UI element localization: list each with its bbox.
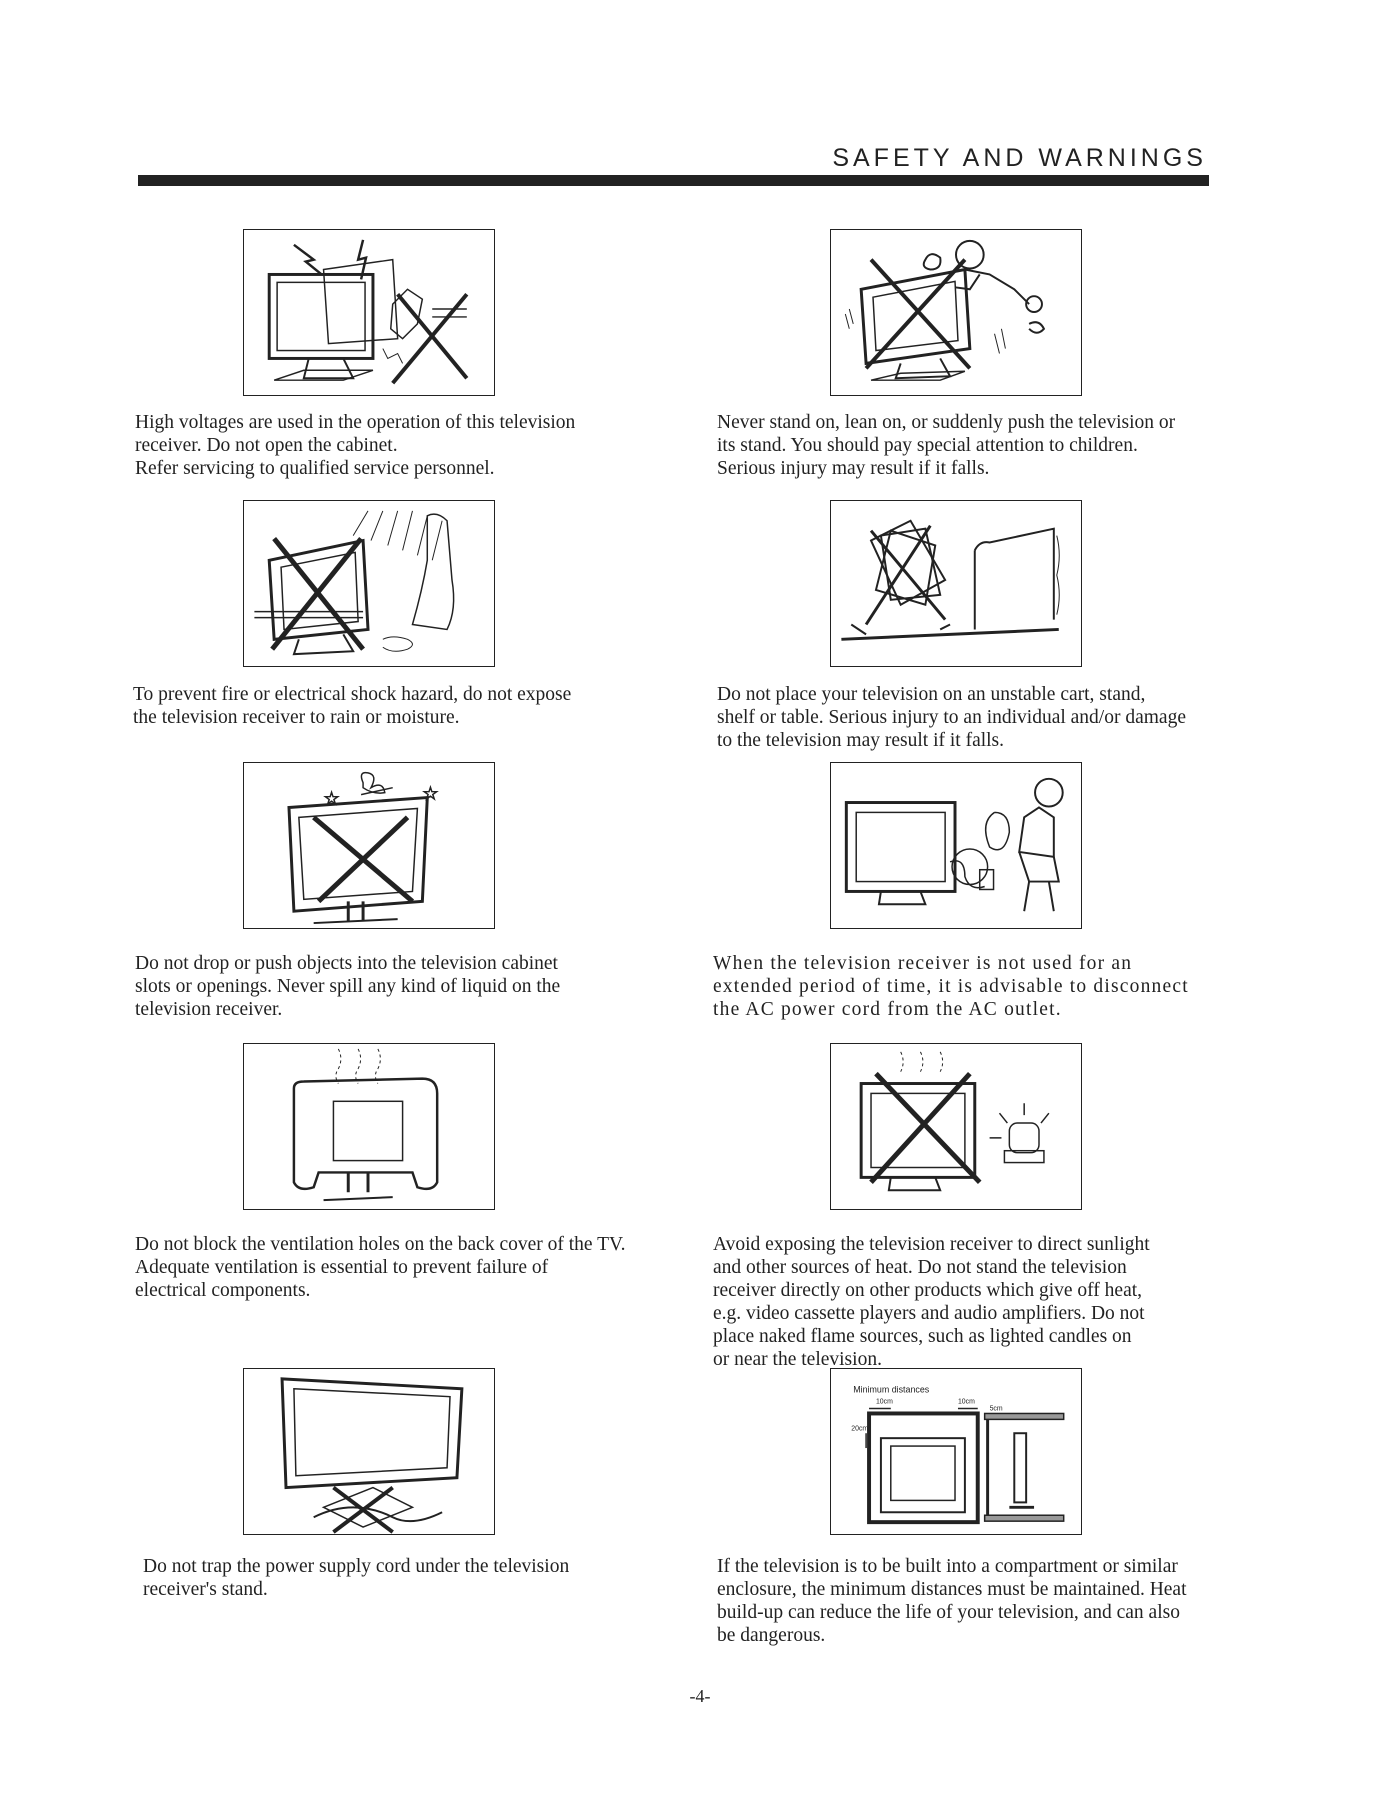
svg-text:☆: ☆ [422,784,438,804]
caption-ventilation: Do not block the ventilation holes on th… [135,1234,626,1301]
page-header-title: SAFETY AND WARNINGS [832,144,1207,172]
min-distances-label-5cm: 5cm [990,1405,1003,1412]
svg-text:☆: ☆ [324,788,340,808]
caption-minimum-distances: If the television is to be built into a … [717,1556,1187,1646]
illustration-objects-liquids: ☆ ☆ [243,762,495,929]
illustration-ventilation [243,1043,495,1210]
caption-unstable-cart: Do not place your television on an unsta… [717,684,1186,751]
caption-do-not-stand-on: Never stand on, lean on, or suddenly pus… [717,412,1176,479]
caption-rain-moisture: To prevent fire or electrical shock haza… [133,684,572,728]
caption-unplug-power: When the television receiver is not used… [713,953,1189,1020]
min-distances-title: Minimum distances [853,1385,930,1395]
caption-high-voltage: High voltages are used in the operation … [135,412,576,479]
caption-objects-liquids: Do not drop or push objects into the tel… [135,953,561,1020]
illustration-power-cord-trap [243,1368,495,1535]
min-distances-label-10cm-left: 10cm [876,1399,893,1406]
min-distances-label-10cm-right: 10cm [958,1399,975,1406]
illustration-do-not-stand-on [830,229,1082,396]
header-rule [138,175,1209,186]
illustration-unplug-power [830,762,1082,929]
illustration-rain-moisture [243,500,495,667]
caption-power-cord-trap: Do not trap the power supply cord under … [143,1556,570,1600]
min-distances-label-20cm: 20cm [851,1425,868,1432]
caption-heat-sources: Avoid exposing the television receiver t… [713,1234,1150,1370]
illustration-high-voltage [243,229,495,396]
page-number: -4- [689,1686,711,1706]
illustration-minimum-distances: Minimum distances 10cm 10cm 5cm 20cm [830,1368,1082,1535]
illustration-unstable-cart [830,500,1082,667]
illustration-heat-sources [830,1043,1082,1210]
